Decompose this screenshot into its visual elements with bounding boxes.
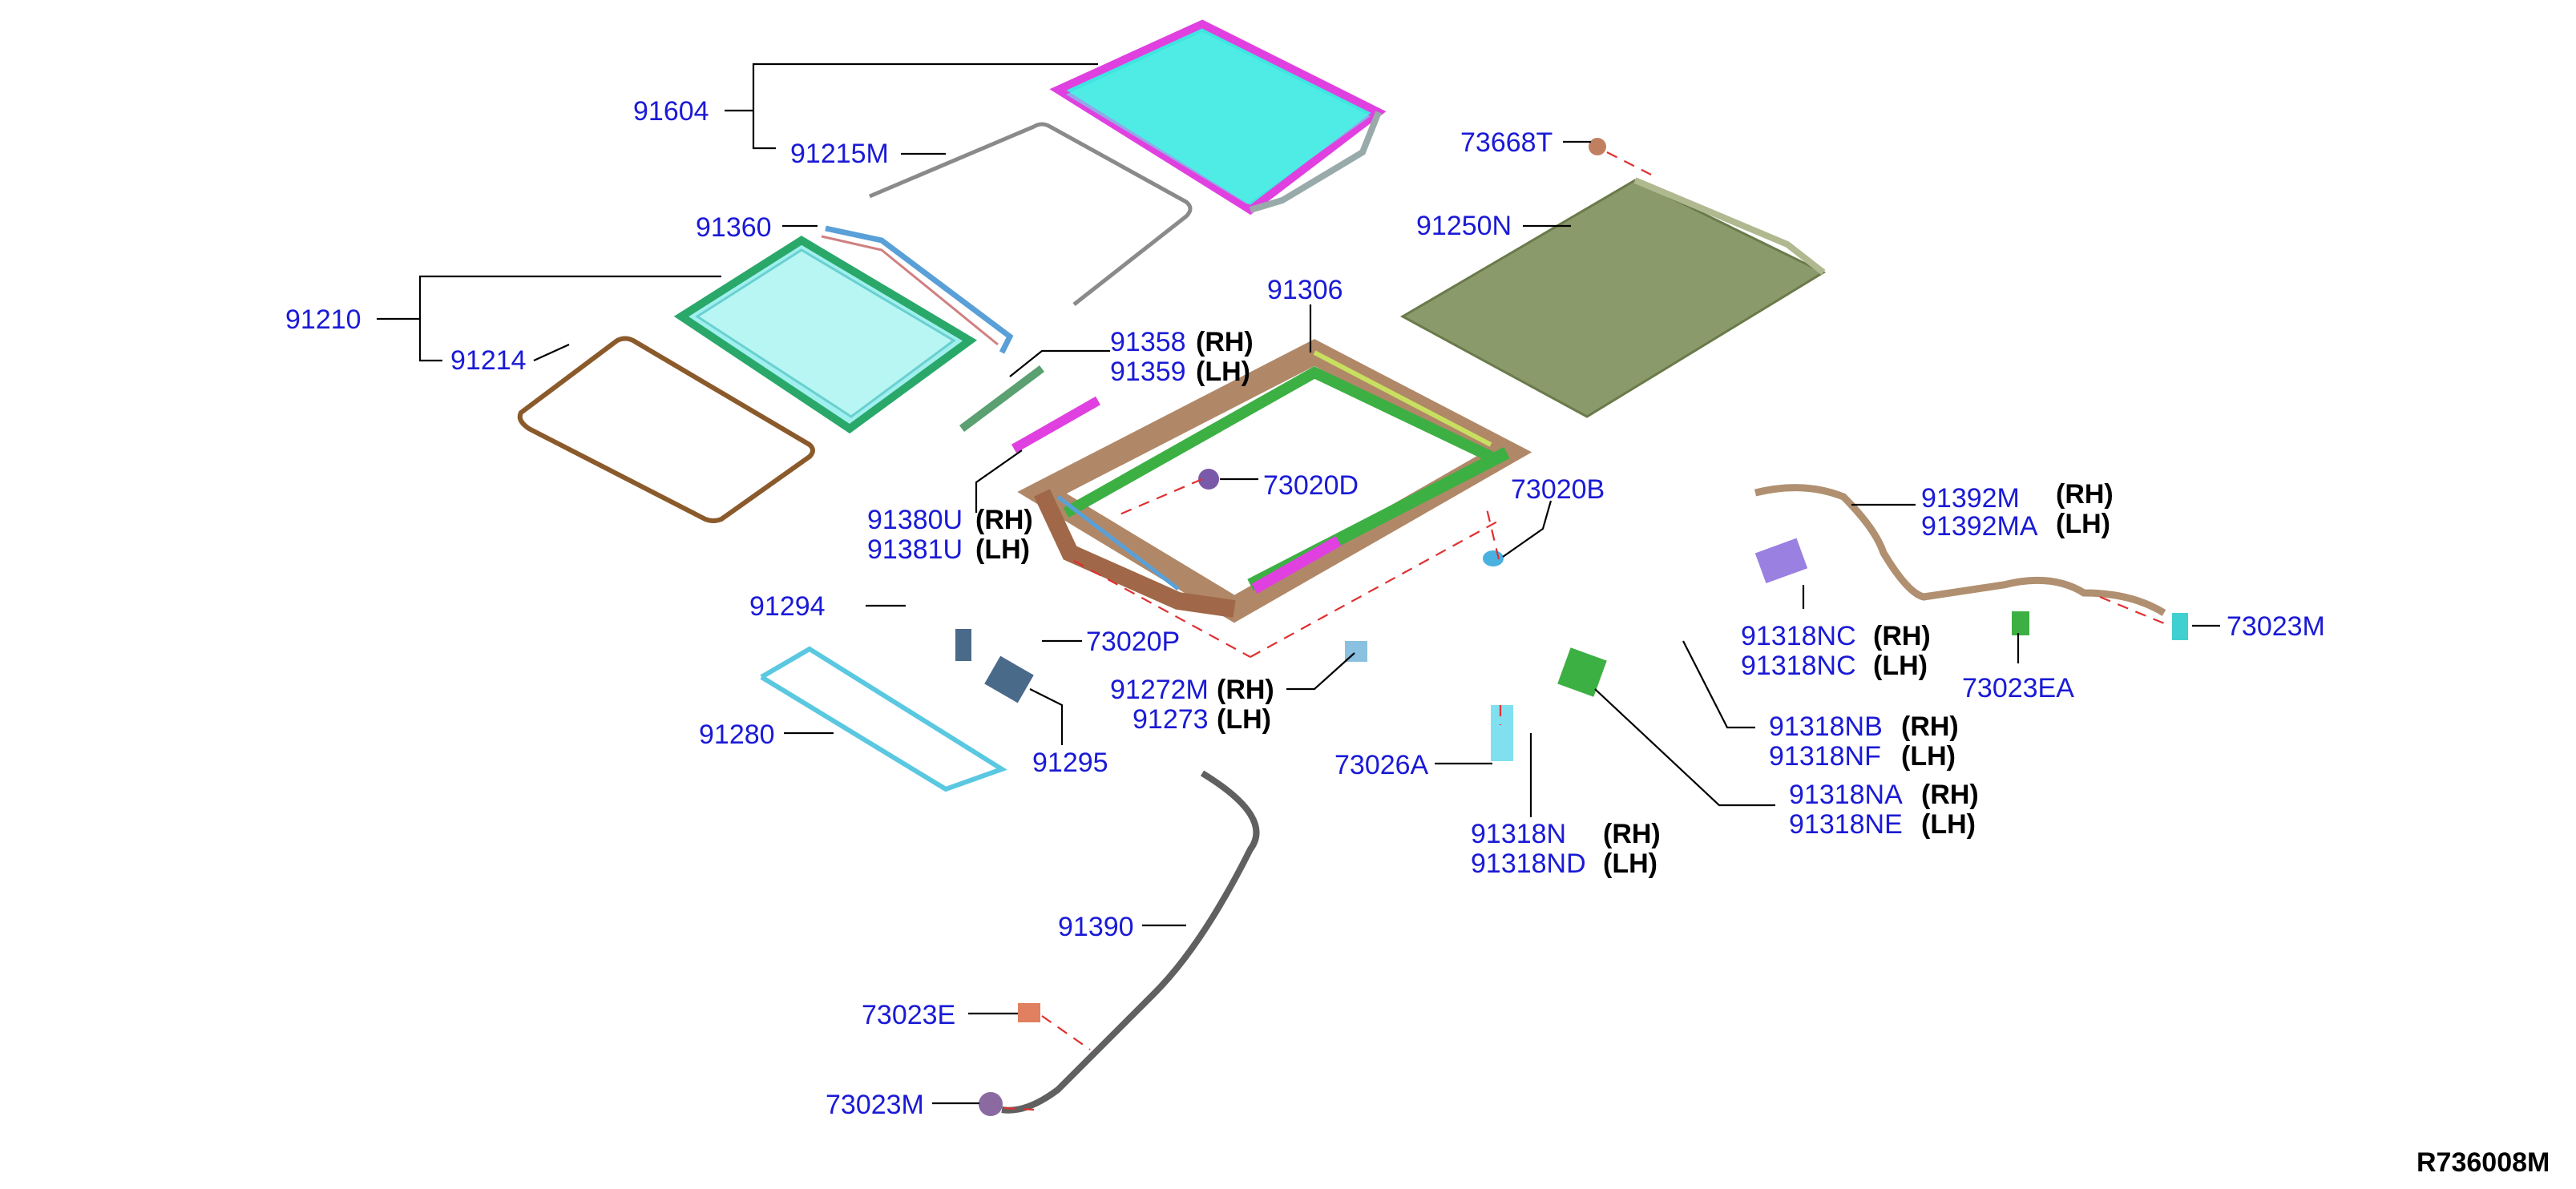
callout-73026A: 73026A (1334, 750, 1429, 780)
callout-91306: 91306 (1267, 275, 1343, 305)
callout-91272M: 91272M (1110, 675, 1209, 705)
side-rh-91380U: (RH) (975, 505, 1033, 535)
callout-73023EA: 73023EA (1962, 673, 2074, 703)
callout-91380U: 91380U (867, 505, 963, 535)
callout-91295: 91295 (1032, 748, 1108, 778)
callout-91318NC-top: 91318NC (1741, 621, 1856, 651)
callout-91318ND: 91318ND (1471, 848, 1586, 879)
callout-91215M: 91215M (790, 139, 889, 169)
side-lh-91318NF: (LH) (1901, 741, 1956, 772)
callout-91250N: 91250N (1416, 211, 1512, 241)
callout-91318NF: 91318NF (1769, 741, 1881, 772)
side-lh-91318NC: (LH) (1873, 651, 1928, 681)
callout-91214: 91214 (450, 345, 527, 376)
bracket-set (959, 365, 1342, 594)
callout-91381U: 91381U (867, 534, 963, 565)
assembly-guides (1003, 151, 2165, 1111)
callout-91210: 91210 (285, 304, 361, 335)
callout-91358: 91358 (1110, 327, 1186, 357)
side-lh-91318NE: (LH) (1921, 809, 1976, 840)
side-rh-91318NA: (RH) (1921, 780, 1979, 810)
side-rh-91272M: (RH) (1217, 675, 1274, 705)
callout-91604: 91604 (633, 96, 709, 127)
callout-73668T: 73668T (1460, 127, 1552, 158)
callout-91273: 91273 (1133, 704, 1209, 735)
callout-91280: 91280 (699, 719, 775, 750)
callout-91294: 91294 (749, 591, 826, 622)
callout-91359: 91359 (1110, 357, 1186, 387)
callout-91392MA: 91392MA (1921, 511, 2038, 542)
side-lh-91359: (LH) (1196, 357, 1250, 387)
diagram-reference-code: R736008M (2417, 1147, 2550, 1178)
callout-91318NC: 91318NC (1741, 651, 1856, 681)
side-rh-91318N: (RH) (1603, 819, 1661, 849)
callout-73020B: 73020B (1511, 474, 1605, 505)
rear-glass-panel (673, 236, 978, 434)
side-lh-91381U: (LH) (975, 534, 1030, 565)
callout-73020D: 73020D (1263, 470, 1359, 501)
side-lh-91273: (LH) (1217, 704, 1271, 735)
callout-73020P: 73020P (1086, 627, 1180, 657)
rear-glass-seal (517, 336, 815, 523)
drain-hose-front (760, 646, 1007, 792)
callout-73023M-right: 73023M (2227, 611, 2325, 642)
side-rh-91392M: (RH) (2056, 479, 2114, 510)
callout-91392M: 91392M (1921, 483, 2020, 514)
side-rh-91358: (RH) (1196, 327, 1254, 357)
callout-91318NE: 91318NE (1789, 809, 1903, 840)
drain-hose-rear (1001, 770, 1260, 1114)
side-lh-91392MA: (LH) (2056, 509, 2110, 539)
callout-91390: 91390 (1058, 912, 1134, 942)
callout-91360: 91360 (696, 212, 772, 243)
side-lh-91318ND: (LH) (1603, 848, 1657, 879)
callout-labels: 91604 91215M 73668T 91250N 91360 91210 9… (285, 96, 2325, 1120)
side-rh-91318NB: (RH) (1901, 711, 1959, 742)
drain-hose-side (1754, 484, 2166, 616)
sunroof-glass-panel (1049, 19, 1387, 216)
wind-deflector (821, 225, 1014, 354)
side-rh-91318NC: (RH) (1873, 621, 1931, 651)
callout-91318NA: 91318NA (1789, 780, 1903, 810)
callout-91318N: 91318N (1471, 819, 1566, 849)
small-fasteners (955, 138, 2188, 1116)
leader-lines (377, 62, 2220, 1105)
glass-weatherstrip (869, 122, 1193, 306)
callout-73023M-bottom: 73023M (826, 1090, 924, 1120)
callout-73023E: 73023E (862, 1000, 955, 1030)
callout-91318NB: 91318NB (1769, 711, 1883, 742)
